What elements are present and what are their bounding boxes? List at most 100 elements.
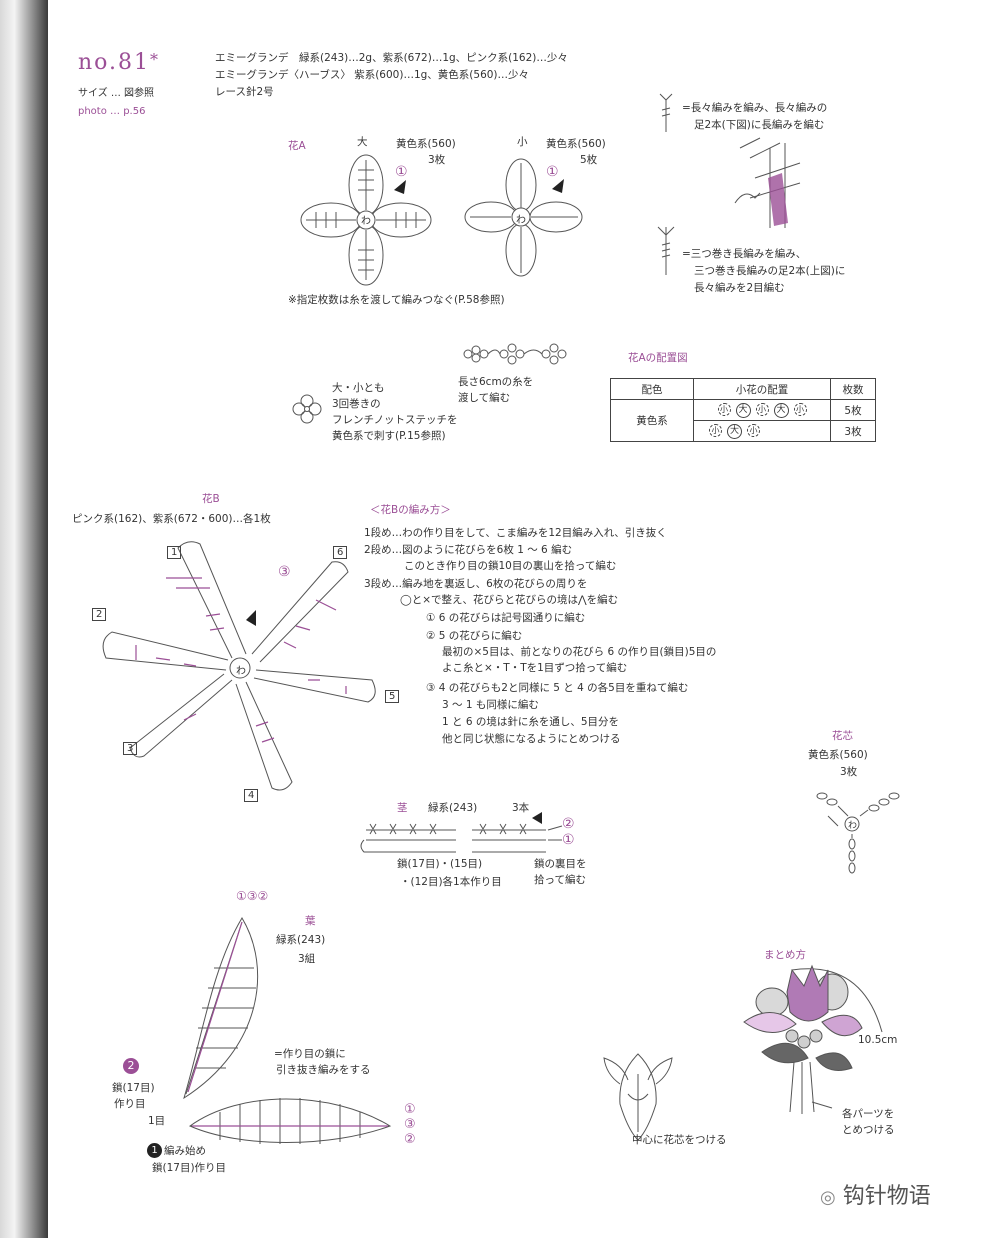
size-line: サイズ … 図参照	[78, 88, 155, 99]
arrangement-table: 配色 小花の配置 枚数 黄色系 小大小大小 5枚 小大小 3枚	[610, 378, 876, 442]
flowerA-large-center: わ	[361, 216, 371, 227]
material-line-2: エミーグランデ〈ハーブス〉 紫系(600)…1g、黄色系(560)…少々	[215, 69, 530, 81]
leaf-right-mark-2: ②	[404, 1132, 416, 1147]
arrangement-color-cell: 黄色系	[610, 399, 694, 442]
leaf-mark2: 2	[127, 1059, 135, 1072]
french-note-4: 黄色系で刺す(P.15参照)	[332, 430, 446, 442]
leaf-right-mark-3: ③	[404, 1117, 416, 1132]
arrangement-header-row: 配色 小花の配置 枚数	[610, 378, 876, 400]
leaf-row1: 1目	[148, 1115, 166, 1127]
leaf-start: 編み始め	[164, 1145, 206, 1157]
flowerB-diagram	[102, 541, 376, 791]
core-title: 花芯	[832, 730, 853, 742]
assembly-parts-note-1: 各パーツを	[842, 1108, 895, 1120]
leaf-title: 葉	[305, 915, 316, 927]
symbol-desc-2b: 三つ巻き長編みの足2本(上図)に	[694, 265, 846, 277]
flowerA-note: ※指定枚数は糸を渡して編みつなぐ(P.58参照)	[288, 294, 505, 306]
howto-line-13: 他と同じ状態になるようにとめつける	[442, 733, 621, 745]
flowerA-small-diagram	[464, 158, 583, 277]
large-flower-mark: 大	[773, 402, 789, 418]
material-line-1: エミーグランデ 緑系(243)…2g、紫系(672)…1g、ピンク系(162)……	[215, 52, 568, 64]
leaf-count: 3組	[298, 953, 316, 965]
french-note-3: フレンチノットステッチを	[332, 414, 458, 426]
symbol-desc-1a: =長々編みを編み、長々編みの	[682, 102, 828, 114]
arrangement-row-1: 黄色系 小大小大小 5枚	[610, 399, 876, 442]
book-spine	[0, 0, 48, 1238]
large-flower-mark: 大	[735, 402, 751, 418]
small-flower-mark: 小	[755, 402, 769, 416]
leaf-mark2-circle: 2	[123, 1058, 139, 1074]
howto-line-8: 最初の×5目は、前となりの花びら 6 の作り目(鎖目)5目の	[442, 646, 717, 658]
howto-line-4: 3段め…編み地を裏返し、6枚の花びらの周りを	[364, 578, 588, 590]
core-diagram	[816, 792, 900, 874]
flowerA-small-center: わ	[516, 215, 526, 226]
leaf-note-2: 引き抜き編みをする	[276, 1064, 371, 1076]
assembly-title: まとめ方	[764, 949, 806, 961]
pattern-number-text: no.81	[78, 50, 151, 75]
large-flower-mark: 大	[727, 423, 742, 439]
flowerA-large-mark1: ①	[395, 164, 408, 180]
stem-diagram	[360, 812, 563, 853]
stitch-illustration	[734, 137, 801, 228]
howto-line-12: 1 と 6 の境は針に糸を通し、5目分を	[442, 716, 620, 728]
assembly-illustration	[743, 964, 883, 1114]
small-flower-mark: 小	[747, 423, 760, 437]
flowerB-title: 花B	[202, 493, 220, 505]
assembly-size: 10.5cm	[858, 1034, 898, 1046]
small-flower-mark: 小	[793, 402, 807, 416]
flowerA-chain-sketch	[463, 343, 567, 365]
core-center: わ	[848, 821, 858, 831]
howto-title: ＜花Bの編み方＞	[370, 504, 451, 516]
flowerA-large-size: 大	[357, 136, 368, 148]
stem-back-note-1: 鎖の裏目を	[534, 858, 587, 870]
flowerA-large-count: 3枚	[428, 154, 446, 166]
flowerA-small-mark1: ①	[546, 164, 559, 180]
arrangement-layout-cell-1: 小大小大小	[693, 399, 831, 421]
pattern-number: no.81*	[78, 50, 160, 75]
stem-mark-2: ②	[562, 816, 575, 832]
symbol-desc-1b: 足2本(下図)に長編みを編む	[694, 119, 825, 131]
leaf-color: 緑系(243)	[276, 934, 326, 946]
small-flower-mark: 小	[717, 402, 731, 416]
arrangement-header-layout: 小花の配置	[693, 378, 831, 400]
arrangement-count-1: 5枚	[830, 399, 876, 421]
howto-line-9: よこ糸と×・T・Tを1目ずつ拾って編む	[442, 662, 628, 674]
leaf-vertical-diagram	[183, 917, 259, 1100]
tulip-sketch	[603, 1053, 673, 1141]
flowerA-small-color: 黄色系(560)	[546, 138, 606, 150]
flowerA-title: 花A	[288, 140, 306, 152]
leaf-chain2-b: 作り目	[114, 1098, 146, 1110]
stem-chain-note-2: ・(12目)各1本作り目	[400, 876, 502, 888]
small-flower-mark: 小	[709, 423, 722, 437]
watermark-text: 钩针物语	[842, 1184, 931, 1209]
petal-num-2: 2	[92, 608, 107, 621]
leaf-start-circle: 1	[147, 1143, 162, 1158]
photo-line: photo … p.56	[78, 106, 146, 117]
leaf-start-num: 1	[151, 1145, 158, 1156]
howto-line-5: ◯と×で整え、花びらと花びらの境は⋀を編む	[400, 594, 619, 606]
wechat-icon: ◎	[820, 1187, 836, 1208]
stem-color: 緑系(243)	[428, 802, 478, 814]
leaf-horizontal-diagram	[188, 1098, 392, 1144]
petal-num-3: 3	[123, 742, 138, 755]
french-note-1: 大・小とも	[332, 382, 385, 394]
arrangement-title: 花Aの配置図	[628, 352, 688, 364]
leaf-chain2-a: 鎖(17目)	[112, 1082, 155, 1094]
arrangement-layout-cell-2: 小大小	[693, 420, 831, 442]
flowerA-large-color: 黄色系(560)	[396, 138, 456, 150]
flowerA-small-size: 小	[517, 136, 528, 148]
flowerB-materials: ピンク系(162)、紫系(672・600)…各1枚	[72, 513, 271, 525]
howto-line-11: 3 〜 1 も同様に編む	[442, 699, 539, 711]
stem-back-note-2: 拾って編む	[534, 874, 586, 886]
petal-num-6: 6	[333, 546, 348, 559]
flowerA-chain-note-2: 渡して編む	[458, 392, 511, 404]
howto-line-10: ③ 4 の花びらも2と同様に 5 と 4 の各5目を重ねて編む	[426, 682, 689, 694]
symbol-icon-1	[659, 93, 673, 132]
howto-line-2: 2段め…図のように花びらを6枚 1 〜 6 編む	[364, 544, 573, 556]
assembly-center-note: 中心に花芯をつける	[632, 1134, 727, 1146]
stem-mark-1: ①	[562, 832, 575, 848]
stem-chain-note-1: 鎖(17目)・(15目)	[397, 858, 483, 870]
symbol-desc-2c: 長々編みを2目編む	[694, 282, 785, 294]
flowerA-chain-note-1: 長さ6cmの糸を	[458, 376, 534, 388]
leaf-top-marks: ①③②	[236, 889, 269, 903]
